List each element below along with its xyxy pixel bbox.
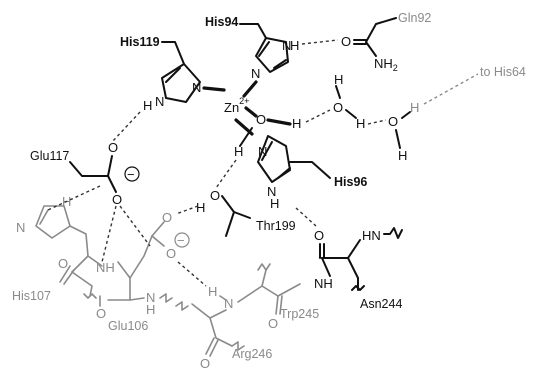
glu117-o2-atom: O xyxy=(112,192,122,207)
zinc-ion: Zn2+ xyxy=(224,96,249,115)
zinc-water-h-atom: H xyxy=(292,116,301,131)
his94-h-atom: H xyxy=(290,38,299,53)
glu117-charge-circle xyxy=(124,166,140,182)
his96-h-atom: H xyxy=(270,196,279,211)
asn244-residue: O HN NH Asn244 xyxy=(295,207,403,311)
glu106-charge: − xyxy=(177,233,185,248)
glu106-h-atom: H xyxy=(146,302,155,317)
zinc-water-o-atom: O xyxy=(256,112,266,127)
glu106-label: Glu106 xyxy=(108,319,148,333)
trp245-n-atom: N xyxy=(224,296,233,311)
gln92-residue: O Gln92 NH2 xyxy=(301,11,431,73)
thr199-residue: O H Thr199 xyxy=(196,159,296,237)
his94-residue: N H N His94 xyxy=(205,15,299,81)
his119-residue: N N H His119 xyxy=(120,35,201,113)
nh2-label: NH2 xyxy=(374,56,398,73)
glu106-o3-atom: O xyxy=(166,246,176,261)
glu106-n-atom: N xyxy=(146,290,155,305)
glu106-charge-circle xyxy=(174,232,190,248)
arg246-label: Arg246 xyxy=(232,347,272,361)
water1-h1-atom: H xyxy=(334,72,343,87)
glu106-nh-atom: NH xyxy=(96,260,115,275)
his107-n-atom: N xyxy=(16,220,25,235)
glu117-charge: − xyxy=(127,167,135,182)
trp245-label: Trp245 xyxy=(280,307,319,321)
his94-n-atom: N xyxy=(282,38,291,53)
his119-label: His119 xyxy=(120,35,160,49)
zinc-center: Zn2+ O H H xyxy=(202,80,301,159)
glu117-o1-atom: O xyxy=(108,140,118,155)
thr199-o-atom: O xyxy=(210,188,220,203)
his96-label: His96 xyxy=(334,175,367,189)
his96-residue: N N H His96 xyxy=(257,135,367,211)
arg246-o-atom: O xyxy=(200,356,210,371)
trp245-o-atom: O xyxy=(268,316,278,331)
his107-label: His107 xyxy=(12,289,51,303)
his107-o-atom: O xyxy=(58,256,68,271)
water1-o-atom: O xyxy=(333,100,343,115)
thr199-label: Thr199 xyxy=(256,219,296,233)
zinc-water-h2-atom: H xyxy=(234,144,243,159)
gln92-o-atom: O xyxy=(341,34,351,49)
his96-n-atom: N xyxy=(258,144,267,159)
water1-h2-atom: H xyxy=(356,116,365,131)
asn244-hn-atom: HN xyxy=(362,228,381,243)
glu117-label: Glu117 xyxy=(30,149,69,163)
gln92-label: Gln92 xyxy=(398,11,431,25)
glu106-o-atom: O xyxy=(96,306,106,321)
water-network: O H H O H H to His64 xyxy=(305,65,526,163)
asn244-o-atom: O xyxy=(314,228,324,243)
asn244-label: Asn244 xyxy=(360,297,402,311)
his96-n2-atom: N xyxy=(267,184,276,199)
grey-backbone: N H O His107 NH O N H Glu106 O O − xyxy=(12,185,319,371)
his94-n2-atom: N xyxy=(251,66,260,81)
water2-h1-atom: H xyxy=(410,100,419,115)
his94-label: His94 xyxy=(205,15,238,29)
thr199-h-atom: H xyxy=(196,200,205,215)
water2-o-atom: O xyxy=(388,114,398,129)
his119-n-atom: N xyxy=(192,80,201,95)
trp245-h-atom: H xyxy=(208,284,217,299)
his119-h-atom: H xyxy=(143,98,152,113)
glu117-residue: Glu117 O O − xyxy=(30,111,141,207)
his119-n2-atom: N xyxy=(155,94,164,109)
water2-h2-atom: H xyxy=(398,148,407,163)
asn244-nh-atom: NH xyxy=(314,276,333,291)
glu106-o2-atom: O xyxy=(162,210,172,225)
to-his64-label: to His64 xyxy=(480,65,526,79)
